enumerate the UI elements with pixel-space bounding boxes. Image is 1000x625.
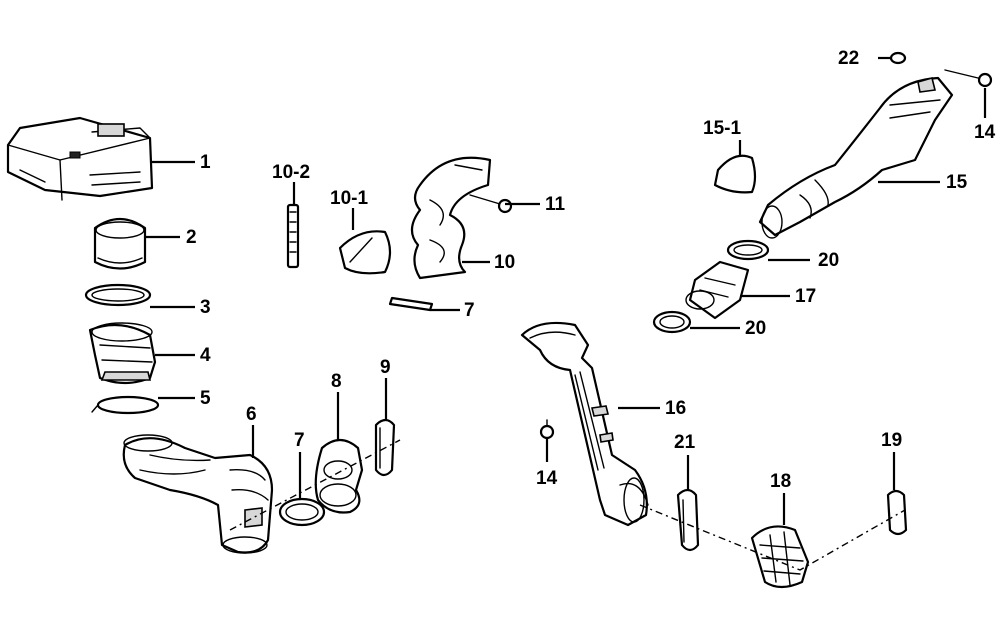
part-21-gasket-ring[interactable] xyxy=(676,488,700,552)
part-19-seal[interactable] xyxy=(886,489,908,536)
callout-20-lower: 20 xyxy=(745,318,766,339)
part-8-joint-boot[interactable] xyxy=(314,438,364,514)
callout-16: 16 xyxy=(665,398,686,419)
callout-22: 22 xyxy=(838,48,859,69)
callout-10-2: 10-2 xyxy=(272,162,310,183)
part-10-1-pad[interactable] xyxy=(338,230,392,275)
part-14-bolt-right[interactable] xyxy=(944,69,993,88)
part-22-washer[interactable] xyxy=(889,51,907,65)
part-14-bolt-left[interactable] xyxy=(539,419,555,440)
part-16-intake-tower[interactable] xyxy=(520,321,649,527)
callout-9: 9 xyxy=(380,357,391,378)
part-2-duct-connector[interactable] xyxy=(93,217,147,270)
part-10-vent-duct[interactable] xyxy=(410,156,492,280)
callout-10: 10 xyxy=(494,252,515,273)
part-4-boot[interactable] xyxy=(88,322,157,385)
part-11-screw[interactable] xyxy=(469,194,513,214)
callout-17: 17 xyxy=(795,286,816,307)
callout-2: 2 xyxy=(186,227,197,248)
part-5-seal-ring[interactable] xyxy=(91,395,160,415)
callout-18: 18 xyxy=(770,471,791,492)
part-10-2-cable-tie[interactable] xyxy=(286,203,300,269)
callout-labels: 1 2 3 4 5 6 7 8 9 10-2 10-1 10 11 7 16 1… xyxy=(186,48,996,492)
part-18-filter[interactable] xyxy=(750,525,810,589)
callout-4: 4 xyxy=(200,345,211,366)
part-20-clamp-upper[interactable] xyxy=(726,239,770,261)
centerline-left xyxy=(229,439,401,531)
callout-11: 11 xyxy=(545,194,566,215)
callout-14-right: 14 xyxy=(974,122,996,143)
part-7-clip-upper[interactable] xyxy=(388,296,434,312)
callout-15: 15 xyxy=(946,172,968,193)
part-6-bent-hose[interactable] xyxy=(122,434,274,554)
leader-lines xyxy=(145,56,987,525)
callout-14-left: 14 xyxy=(536,468,558,489)
part-17-connector-tube[interactable] xyxy=(685,260,750,320)
callout-5: 5 xyxy=(200,388,211,409)
callout-3: 3 xyxy=(200,297,211,318)
callout-1: 1 xyxy=(200,152,211,173)
callout-10-1: 10-1 xyxy=(330,188,368,209)
callout-20-upper: 20 xyxy=(818,250,839,271)
callout-6: 6 xyxy=(246,404,257,425)
part-20-clamp-lower[interactable] xyxy=(652,310,692,334)
callout-8: 8 xyxy=(331,371,342,392)
callout-15-1: 15-1 xyxy=(703,118,741,139)
part-1-air-box[interactable] xyxy=(6,116,154,201)
part-7-clamp-lower[interactable] xyxy=(278,497,326,527)
part-15-long-duct[interactable] xyxy=(758,76,954,239)
callout-7-lower: 7 xyxy=(294,430,305,451)
callout-21: 21 xyxy=(674,432,696,453)
part-3-ring-clamp[interactable] xyxy=(84,283,152,307)
part-15-1-pad[interactable] xyxy=(713,154,757,194)
callout-7-upper: 7 xyxy=(464,300,475,321)
centerline-right xyxy=(639,504,906,571)
callout-19: 19 xyxy=(881,430,902,451)
